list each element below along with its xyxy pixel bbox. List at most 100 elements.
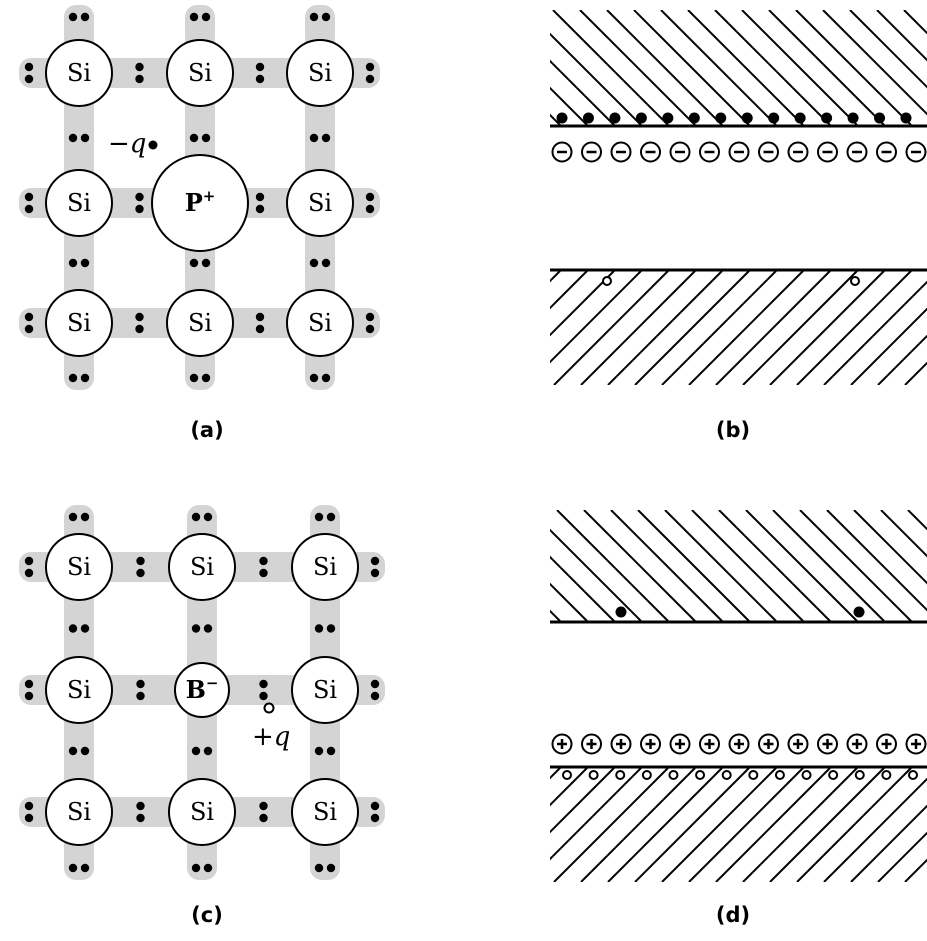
dopant-symbol: P+	[185, 187, 216, 217]
hatch-line	[877, 831, 927, 882]
valence-electron	[136, 556, 145, 566]
valence-electron	[201, 258, 211, 268]
valence-electron	[136, 813, 145, 823]
valence-electron	[80, 863, 90, 873]
silicon-symbol: Si	[190, 798, 214, 826]
silicon-symbol: Si	[188, 59, 212, 87]
hatch-line	[550, 609, 561, 622]
valence-hole	[721, 770, 732, 780]
valence-band-b	[550, 268, 927, 385]
valence-electron	[203, 863, 213, 873]
valence-electron	[321, 12, 331, 22]
atom-core	[291, 656, 359, 724]
valence-hole	[774, 770, 785, 780]
hatch-line	[553, 767, 669, 882]
valence-electron	[24, 568, 34, 578]
valence-electron	[370, 568, 380, 578]
silicon-symbol: Si	[67, 189, 91, 217]
silicon-atom: Si	[168, 533, 236, 601]
hatch-line	[769, 270, 885, 385]
valence-electron	[326, 624, 336, 633]
valence-electron	[259, 556, 268, 566]
conduction-band-b	[550, 10, 927, 128]
valence-electron	[189, 133, 199, 143]
hatch-line	[850, 804, 927, 882]
hatch-line	[579, 10, 696, 125]
hatch-line	[903, 10, 927, 35]
ionized-donors-row	[551, 141, 927, 163]
panel-b-n-type-band-diagram: (b)	[550, 10, 927, 442]
valence-hole	[668, 770, 679, 780]
valence-electron	[24, 324, 34, 334]
valence-electron	[203, 512, 213, 522]
silicon-atom: Si	[286, 289, 354, 357]
hatch-line	[823, 280, 927, 385]
hatch-line	[822, 10, 927, 116]
valence-electron	[203, 746, 213, 756]
silicon-symbol: Si	[67, 59, 91, 87]
hatch-line	[610, 510, 723, 622]
hatch-line	[796, 767, 912, 882]
valence-electron	[365, 192, 375, 202]
valence-hole	[641, 770, 652, 780]
silicon-symbol: Si	[188, 309, 212, 337]
valence-electron	[314, 512, 324, 522]
valence-electron	[309, 133, 319, 143]
silicon-symbol: Si	[67, 553, 91, 581]
valence-electron	[370, 801, 380, 811]
valence-electron	[135, 192, 144, 202]
conduction-electron	[900, 112, 912, 124]
valence-electron	[259, 679, 268, 689]
silicon-symbol: Si	[308, 59, 332, 87]
valence-electron	[365, 204, 375, 214]
conduction-electron	[556, 112, 568, 124]
hatch-line	[718, 510, 831, 622]
valence-electron	[314, 863, 324, 873]
hatch-line	[637, 510, 750, 622]
atom-core	[45, 656, 113, 724]
valence-electron	[259, 813, 268, 823]
silicon-atom: Si	[45, 778, 113, 846]
silicon-atom: Si	[45, 169, 113, 237]
panel-d-p-type-band-diagram: (d)	[550, 510, 927, 927]
ion-charge-superscript: +	[203, 187, 216, 205]
hatch-line	[877, 334, 927, 385]
hatch-line	[742, 767, 858, 882]
valence-hole	[850, 276, 860, 286]
silicon-atom: Si	[45, 39, 113, 107]
valence-electron	[191, 746, 201, 756]
atom-core	[291, 778, 359, 846]
valence-electron	[255, 204, 265, 214]
valence-electron	[24, 556, 34, 566]
valence-electron	[365, 324, 375, 334]
valence-electron	[136, 679, 145, 689]
hatch-line	[876, 10, 927, 62]
caption-a: (a)	[190, 418, 223, 442]
valence-electron	[189, 12, 199, 22]
valence-electron	[136, 568, 145, 578]
conduction-electron	[715, 112, 727, 124]
valence-hole	[695, 770, 706, 780]
valence-electron	[370, 813, 380, 823]
valence-electron	[370, 679, 380, 689]
valence-electron	[201, 133, 211, 143]
valence-electron	[326, 746, 336, 756]
silicon-atom: Si	[286, 39, 354, 107]
valence-electron	[80, 258, 90, 268]
valence-electron	[24, 312, 34, 322]
hatch-line	[550, 270, 642, 364]
silicon-symbol: Si	[67, 309, 91, 337]
hatch-line	[850, 307, 927, 385]
hatch-line	[550, 86, 588, 125]
valence-electron	[314, 746, 324, 756]
valence-band-hatch	[550, 767, 927, 882]
conduction-electron	[688, 112, 700, 124]
hatch-line	[691, 510, 804, 622]
conduction-band-hatch	[550, 10, 927, 125]
valence-electron	[189, 373, 199, 383]
silicon-symbol: Si	[308, 309, 332, 337]
atom-core	[45, 289, 113, 357]
